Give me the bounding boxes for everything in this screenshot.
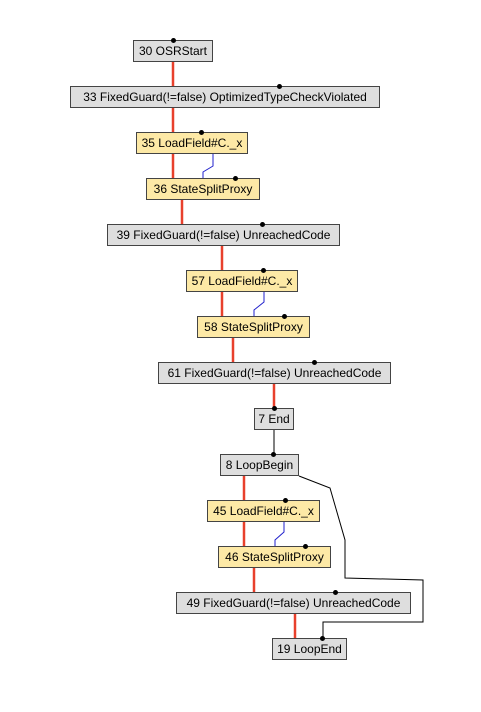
data-edge xyxy=(202,154,214,178)
node-57-load-field[interactable]: 57 LoadField#C._x xyxy=(186,268,298,292)
node-45-load-field[interactable]: 45 LoadField#C._x xyxy=(207,498,320,522)
node-port xyxy=(233,176,238,181)
node-36-state-split-proxy[interactable]: 36 StateSplitProxy xyxy=(146,176,260,200)
node-port xyxy=(303,544,308,549)
node-port xyxy=(260,222,265,227)
node-8-loop-begin[interactable]: 8 LoopBegin xyxy=(220,452,299,476)
node-port xyxy=(272,406,277,411)
node-label: 19 LoopEnd xyxy=(277,642,342,656)
node-61-fixed-guard[interactable]: 61 FixedGuard(!=false) UnreachedCode xyxy=(158,360,391,384)
node-label: 61 FixedGuard(!=false) UnreachedCode xyxy=(167,366,382,380)
node-port xyxy=(199,130,204,135)
node-35-load-field[interactable]: 35 LoadField#C._x xyxy=(136,130,248,154)
loop-back-edge xyxy=(298,475,424,638)
data-edge xyxy=(274,522,285,546)
data-edge xyxy=(253,292,265,316)
node-port xyxy=(171,38,176,43)
node-label: 49 FixedGuard(!=false) UnreachedCode xyxy=(186,596,401,610)
node-label: 45 LoadField#C._x xyxy=(213,504,314,518)
node-port xyxy=(312,360,317,365)
node-label: 57 LoadField#C._x xyxy=(191,274,293,288)
node-33-fixed-guard[interactable]: 33 FixedGuard(!=false) OptimizedTypeChec… xyxy=(70,84,380,108)
node-port xyxy=(261,268,266,273)
node-39-fixed-guard[interactable]: 39 FixedGuard(!=false) UnreachedCode xyxy=(107,222,340,246)
node-7-end[interactable]: 7 End xyxy=(254,406,294,430)
node-label: 36 StateSplitProxy xyxy=(153,182,253,196)
node-19-loop-end[interactable]: 19 LoopEnd xyxy=(272,636,347,660)
node-label: 39 FixedGuard(!=false) UnreachedCode xyxy=(116,228,331,242)
node-port xyxy=(282,314,287,319)
node-port xyxy=(283,498,288,503)
node-label: 33 FixedGuard(!=false) OptimizedTypeChec… xyxy=(83,90,367,104)
node-port xyxy=(271,452,276,457)
node-label: 46 StateSplitProxy xyxy=(225,550,324,564)
node-58-state-split-proxy[interactable]: 58 StateSplitProxy xyxy=(197,314,310,338)
node-46-state-split-proxy[interactable]: 46 StateSplitProxy xyxy=(218,544,331,568)
node-port xyxy=(320,636,325,641)
node-30-osr-start[interactable]: 30 OSRStart xyxy=(133,38,213,62)
node-label: 7 End xyxy=(258,412,290,426)
node-label: 35 LoadField#C._x xyxy=(141,136,243,150)
node-label: 30 OSRStart xyxy=(138,44,208,58)
node-label: 8 LoopBegin xyxy=(225,458,294,472)
node-label: 58 StateSplitProxy xyxy=(204,320,303,334)
node-port xyxy=(277,84,282,89)
node-port xyxy=(333,590,338,595)
node-49-fixed-guard[interactable]: 49 FixedGuard(!=false) UnreachedCode xyxy=(176,590,411,614)
